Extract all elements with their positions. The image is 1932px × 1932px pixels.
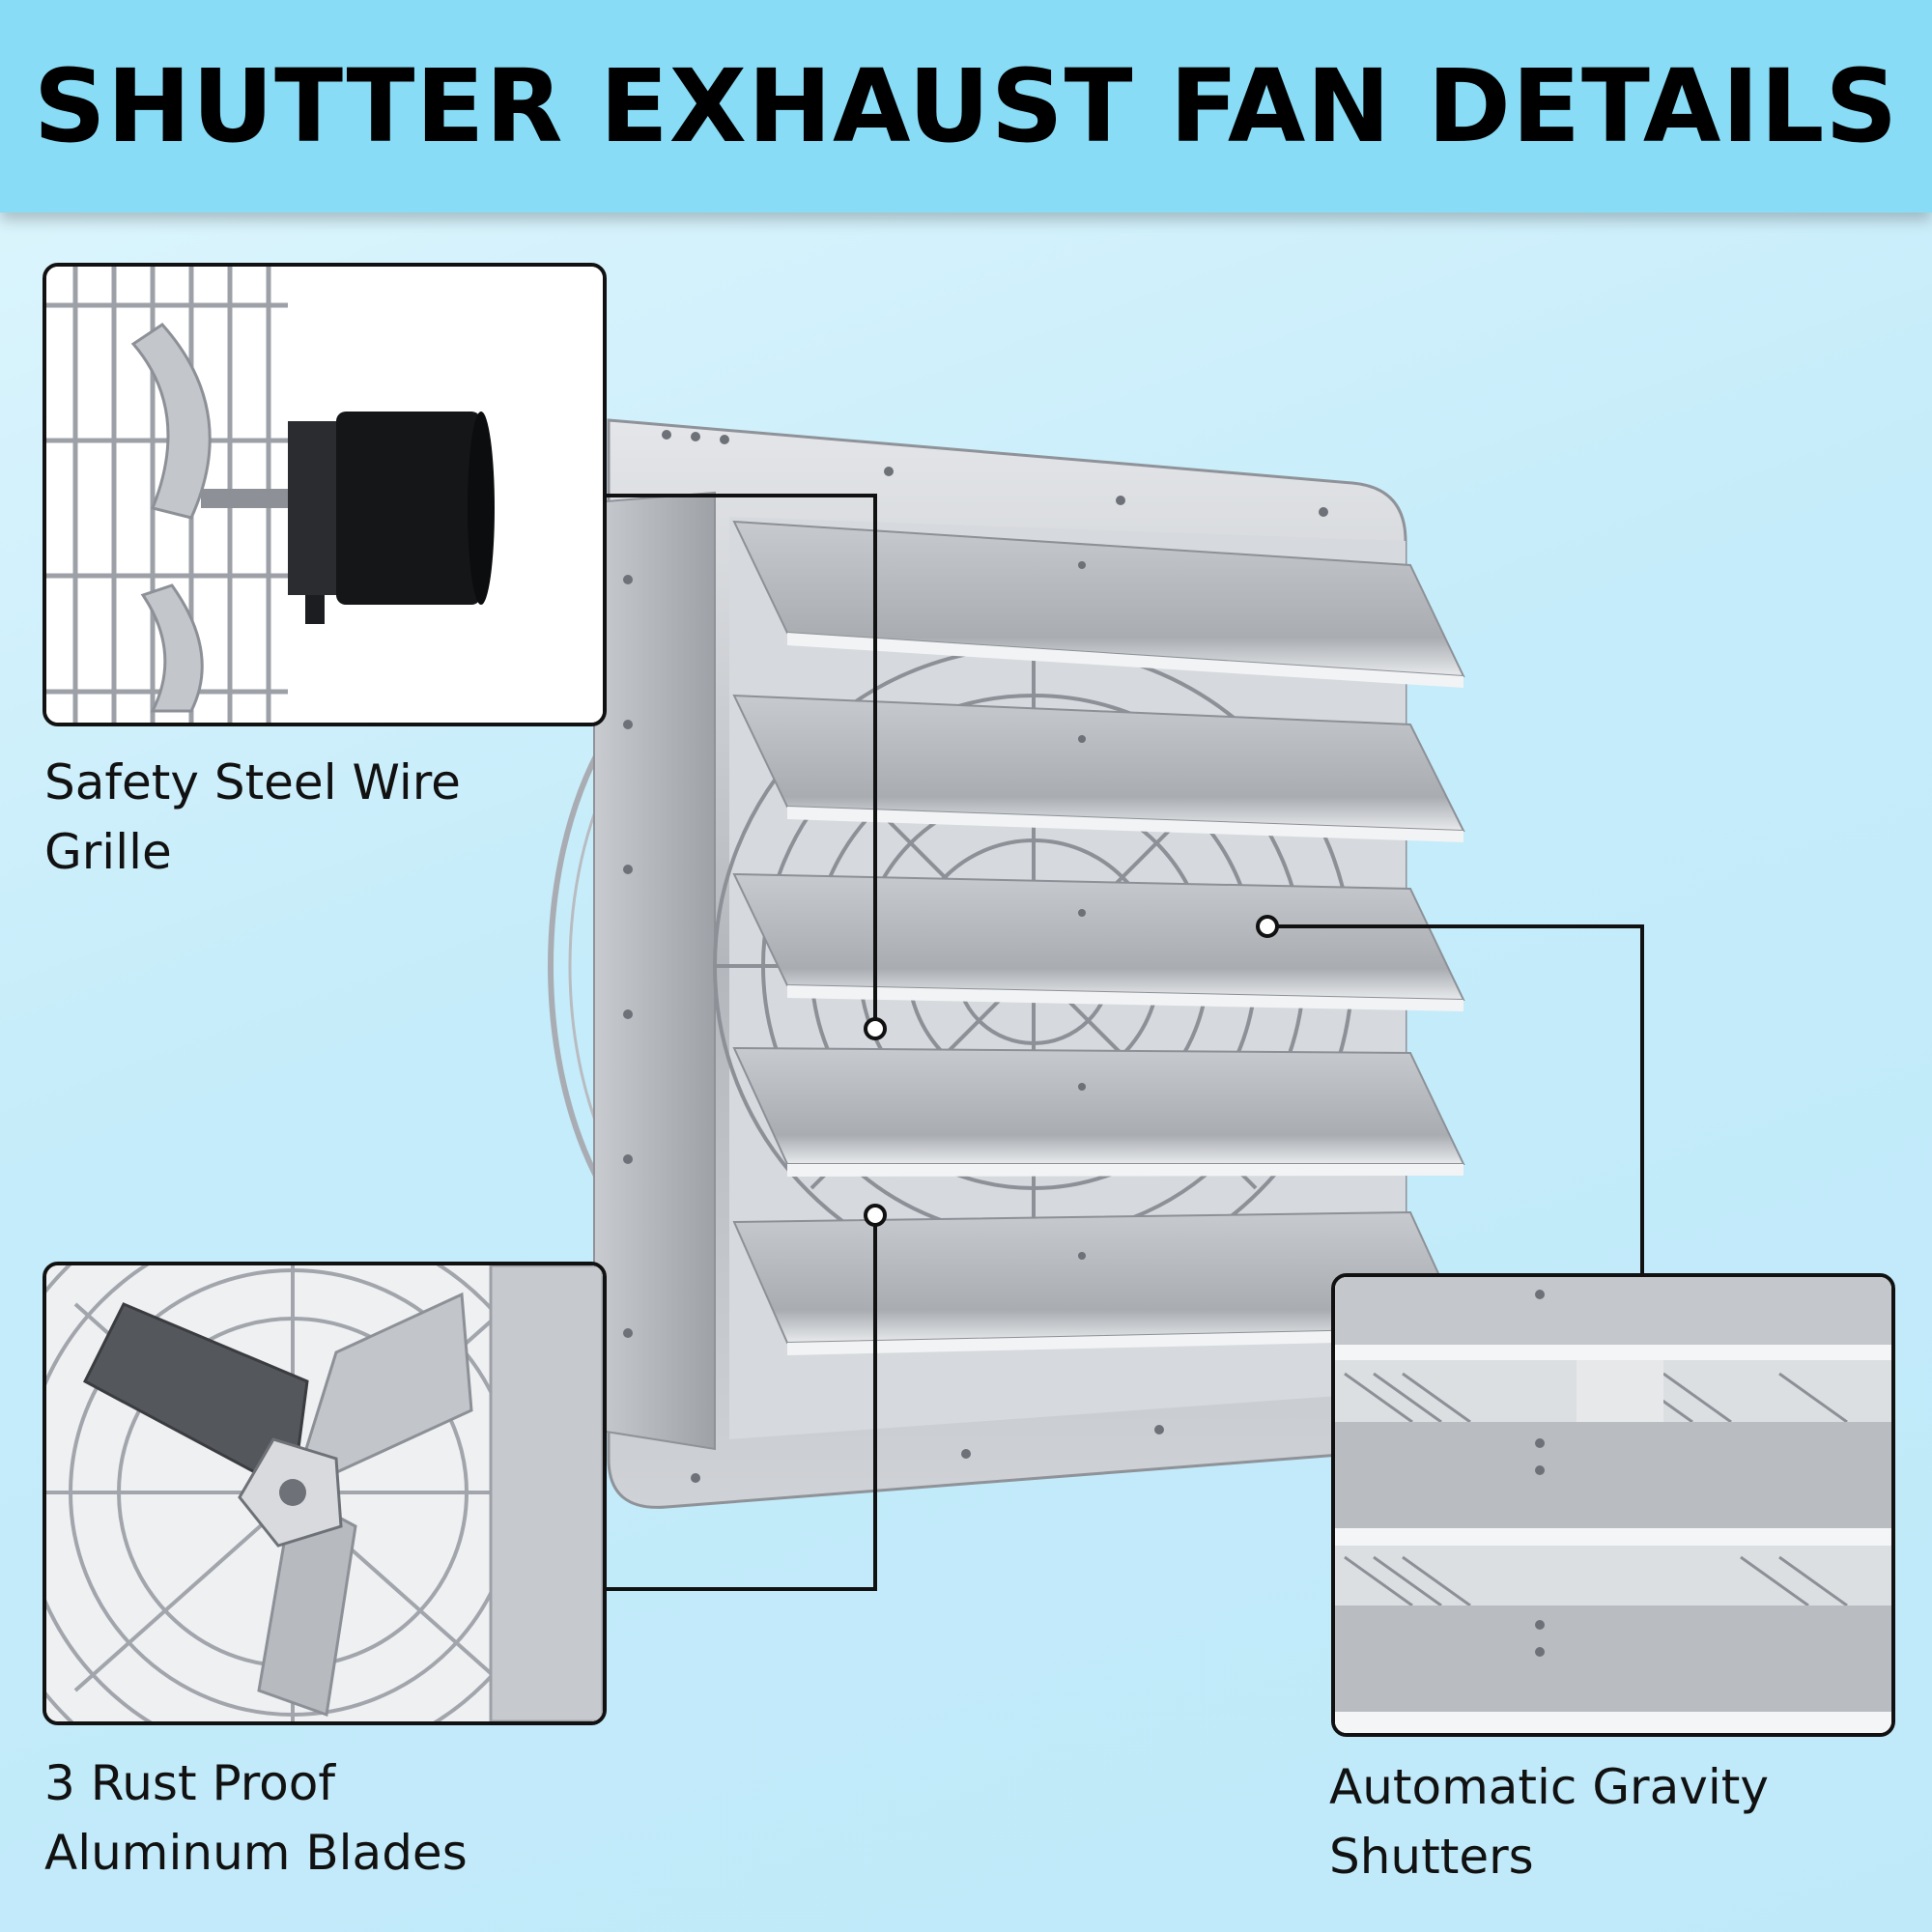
grille-caption-line1: Safety Steel Wire — [44, 754, 461, 810]
fan-motor-closeup-icon — [46, 267, 603, 723]
blades-closeup-panel — [43, 1262, 607, 1725]
shutters-callout-dot — [1256, 915, 1279, 938]
shutters-caption: Automatic Gravity Shutters — [1329, 1752, 1769, 1891]
page-title: SHUTTER EXHAUST FAN DETAILS — [33, 47, 1899, 165]
blades-caption-line1: 3 Rust Proof — [44, 1755, 335, 1811]
shutter-closeup-icon — [1335, 1277, 1891, 1733]
grille-callout-dot — [864, 1017, 887, 1040]
grille-caption-line2: Grille — [44, 824, 172, 880]
shutters-caption-line1: Automatic Gravity — [1329, 1759, 1769, 1815]
shutters-closeup-panel — [1331, 1273, 1895, 1737]
fan-blades-closeup-icon — [46, 1265, 603, 1721]
blades-caption-line2: Aluminum Blades — [44, 1825, 468, 1881]
blades-callout-dot — [864, 1204, 887, 1227]
header-banner: SHUTTER EXHAUST FAN DETAILS — [0, 0, 1932, 213]
grille-caption: Safety Steel Wire Grille — [44, 748, 461, 887]
shutters-caption-line2: Shutters — [1329, 1829, 1534, 1885]
blades-caption: 3 Rust Proof Aluminum Blades — [44, 1748, 468, 1888]
